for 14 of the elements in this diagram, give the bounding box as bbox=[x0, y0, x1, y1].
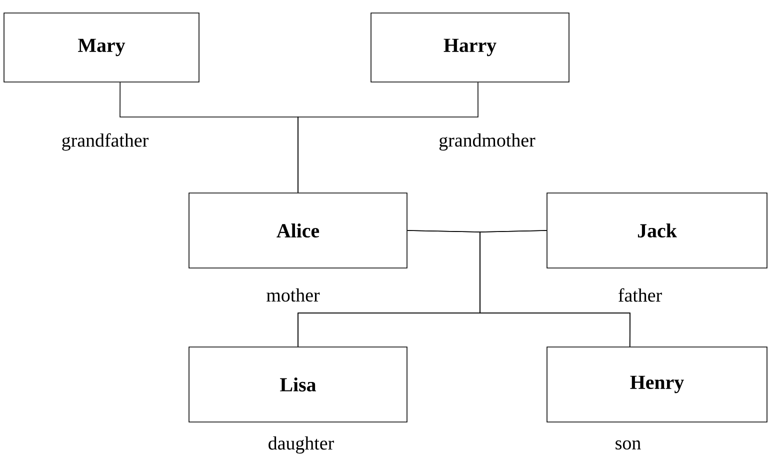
relation-label: mother bbox=[266, 288, 320, 302]
relation-label: grandmother bbox=[439, 133, 536, 151]
relation-label: father bbox=[618, 288, 662, 302]
relation-label: grandfather bbox=[62, 133, 148, 151]
name-box: Henry bbox=[546, 346, 768, 422]
name-box: Jack bbox=[546, 192, 768, 268]
connector-line bbox=[480, 230, 630, 347]
name-box: Alice bbox=[188, 192, 408, 268]
name-box: Mary bbox=[4, 12, 200, 82]
relation-label: daughter bbox=[268, 436, 334, 454]
connector-line bbox=[298, 82, 478, 193]
name-box: Lisa bbox=[188, 346, 408, 422]
relation-label: son bbox=[616, 440, 641, 450]
name-box: Harry bbox=[370, 12, 570, 82]
